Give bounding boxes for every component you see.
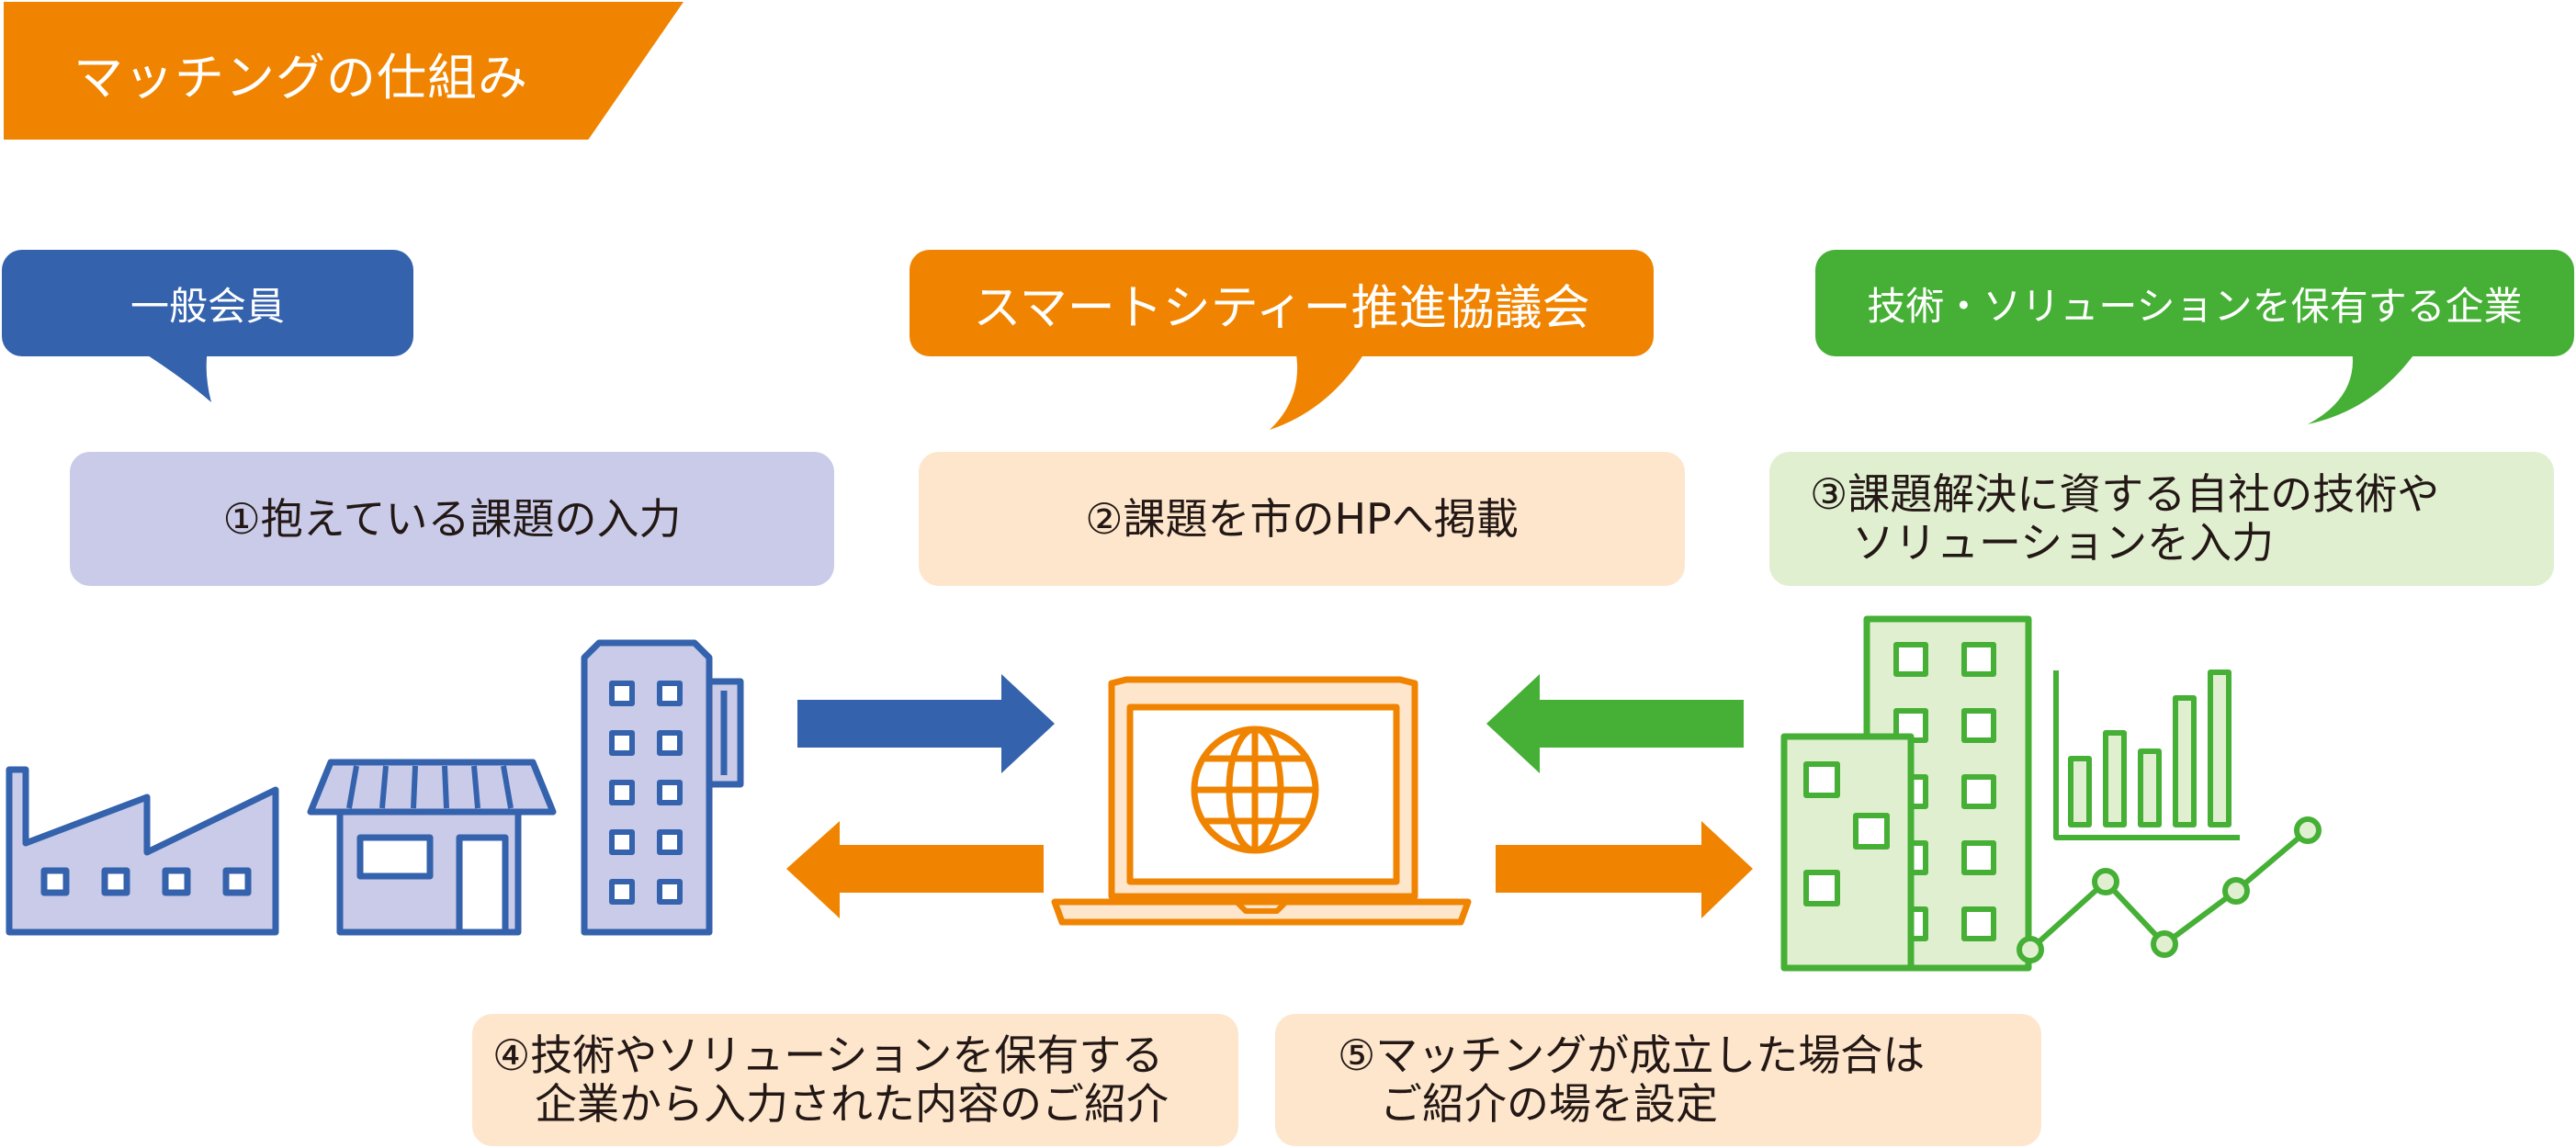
company-bubble: 技術・ソリューションを保有する企業 — [1815, 250, 2574, 356]
step-1-text: ①抱えている課題の入力 — [222, 493, 682, 544]
growth-chart-icon — [2017, 670, 2322, 963]
step-3-text: ③課題解決に資する自社の技術や ソリューションを入力 — [1810, 469, 2440, 568]
step-3-box: ③課題解決に資する自社の技術や ソリューションを入力 — [1769, 452, 2554, 586]
step-5-box: ⑤マッチングが成立した場合は ご紹介の場を設定 — [1275, 1014, 2041, 1146]
arrow-council-to-company — [1496, 821, 1753, 918]
member-bubble-tail — [138, 349, 211, 402]
factory-icon — [6, 766, 279, 936]
page-title: マッチングの仕組み — [73, 49, 528, 107]
title-banner — [4, 2, 684, 140]
company-bubble-tail — [2308, 349, 2418, 424]
step-2-box: ②課題を市のHPへ掲載 — [919, 452, 1685, 586]
company-label: 技術・ソリューションを保有する企業 — [1867, 283, 2523, 329]
arrow-company-to-council — [1486, 674, 1744, 773]
arrow-council-to-member — [786, 821, 1044, 918]
council-label: スマートシティー推進協議会 — [973, 280, 1590, 336]
office-building-icon — [581, 639, 744, 936]
step-2-text: ②課題を市のHPへ掲載 — [1085, 493, 1519, 544]
member-bubble: 一般会員 — [2, 250, 413, 356]
company-building-icon — [1780, 615, 2032, 972]
council-bubble-tail — [1270, 349, 1367, 430]
step-1-box: ①抱えている課題の入力 — [70, 452, 834, 586]
step-4-box: ④技術やソリューションを保有する 企業から入力された内容のご紹介 — [472, 1014, 1238, 1146]
step-4-text: ④技術やソリューションを保有する 企業から入力された内容のご紹介 — [492, 1030, 1169, 1129]
member-label: 一般会員 — [130, 283, 285, 329]
arrow-member-to-council — [797, 674, 1055, 773]
globe-icon — [1191, 726, 1319, 854]
laptop-globe-icon — [1051, 676, 1472, 926]
shop-icon — [307, 759, 557, 936]
council-bubble: スマートシティー推進協議会 — [910, 250, 1654, 356]
step-5-text: ⑤マッチングが成立した場合は ご紹介の場を設定 — [1338, 1030, 1926, 1129]
